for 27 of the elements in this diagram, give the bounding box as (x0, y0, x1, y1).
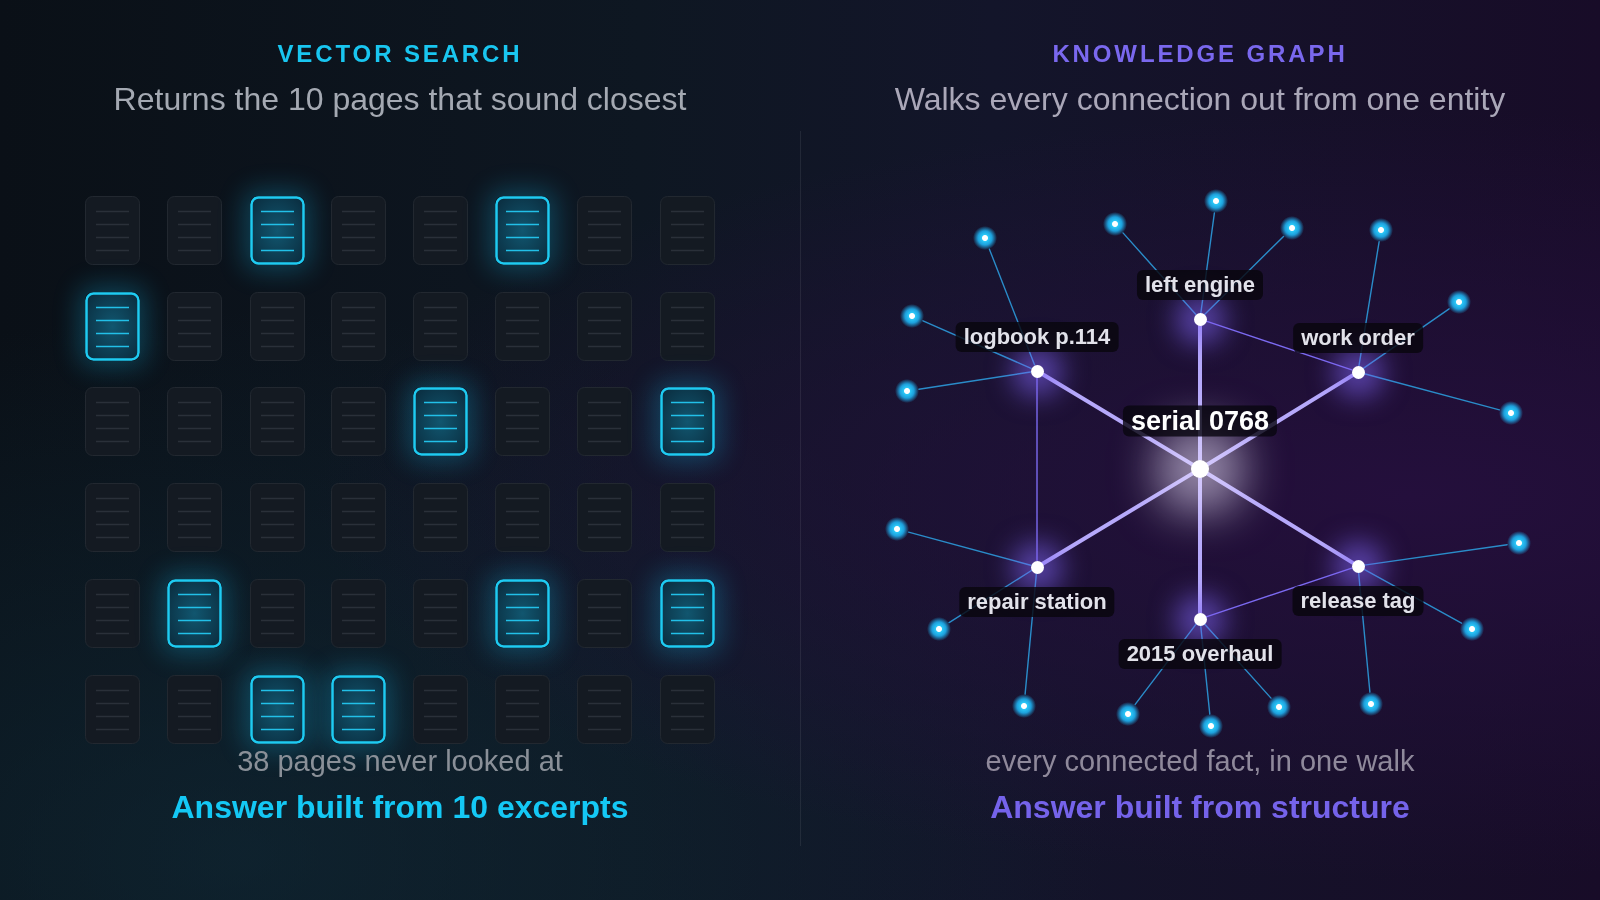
connector-line (907, 531, 1032, 566)
note-text: every connected fact, in one walk (985, 747, 1415, 776)
connector-line (1205, 320, 1353, 371)
connector-line (1036, 376, 1038, 562)
result-heading: Answer built from 10 excerpts (171, 791, 629, 823)
section-subtitle: Returns the 10 pages that sound closest (113, 83, 687, 115)
section-subtitle: Walks every connection out from one entity (894, 83, 1506, 115)
node-label: logbook p.114 (955, 322, 1119, 352)
section-heading: KNOWLEDGE GRAPH (1052, 42, 1348, 66)
connector-line (1205, 567, 1353, 618)
node-label: release tag (1292, 586, 1424, 616)
connector-line (1040, 372, 1195, 467)
connector-line (1040, 471, 1195, 566)
note-text: 38 pages never looked at (237, 747, 563, 776)
node-label: serial 0768 (1122, 405, 1278, 437)
node-label: 2015 overhaul (1118, 639, 1282, 669)
connector-line (1363, 373, 1501, 411)
connector-line (1198, 476, 1202, 615)
node-label: left engine (1137, 270, 1263, 300)
section-heading: VECTOR SEARCH (277, 42, 523, 66)
node-label: repair station (959, 587, 1115, 617)
connector-line (1363, 544, 1508, 566)
connector-line (918, 371, 1032, 390)
connector-line (1205, 471, 1355, 565)
result-heading: Answer built from structure (990, 791, 1410, 823)
connector-line (1205, 373, 1355, 467)
node-label: work order (1293, 323, 1423, 353)
